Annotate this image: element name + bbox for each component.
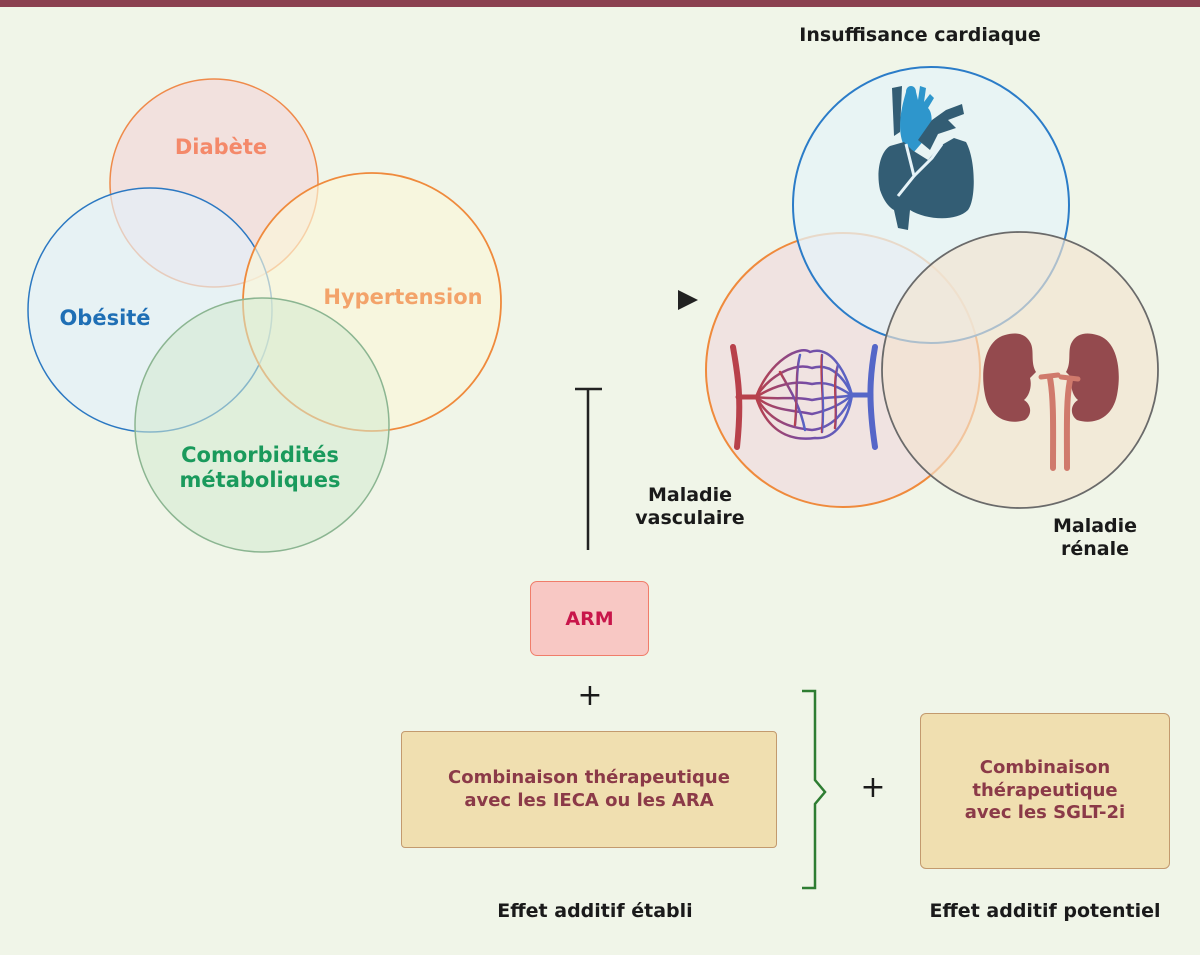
renal-label: Maladie rénale bbox=[1040, 515, 1150, 561]
header-bar bbox=[0, 0, 1200, 7]
combo-sglt2-line2: thérapeutique bbox=[972, 779, 1118, 801]
combo-sglt2-line3: avec les SGLT-2i bbox=[964, 802, 1126, 824]
renal-label-line2: rénale bbox=[1060, 537, 1129, 560]
curly-brace-icon bbox=[802, 689, 827, 890]
arm-box: ARM bbox=[530, 581, 649, 656]
effect-established-label: Effet additif établi bbox=[497, 900, 693, 922]
effect-potential-label: Effet additif potentiel bbox=[929, 900, 1161, 922]
arm-label: ARM bbox=[565, 607, 614, 630]
combo-ieca-box: Combinaison thérapeutique avec les IECA … bbox=[401, 731, 777, 848]
heart-icon bbox=[878, 86, 974, 230]
diabetes-label: Diabète bbox=[174, 135, 268, 159]
obesity-label: Obésité bbox=[59, 306, 151, 330]
metabolic-label-line2: métaboliques bbox=[179, 468, 341, 493]
combo-ieca-line1: Combinaison thérapeutique bbox=[448, 767, 730, 788]
arrow-right-icon bbox=[520, 290, 698, 310]
renal-label-line1: Maladie bbox=[1052, 515, 1138, 537]
combo-sglt2-line1: Combinaison bbox=[979, 757, 1111, 779]
combo-sglt2-box: Combinaison thérapeutique avec les SGLT-… bbox=[920, 713, 1170, 869]
metabolic-circle bbox=[134, 297, 390, 553]
capillary-network-icon bbox=[730, 344, 878, 450]
heart-failure-label: Insuffisance cardiaque bbox=[799, 24, 1041, 46]
vascular-label-line2: vasculaire bbox=[635, 506, 745, 529]
hypertension-label: Hypertension bbox=[323, 285, 483, 309]
inhibition-icon bbox=[575, 387, 602, 550]
metabolic-label: Comorbidités métaboliques bbox=[160, 443, 360, 493]
metabolic-label-line1: Comorbidités bbox=[181, 443, 339, 467]
risk-factor-venn bbox=[27, 78, 502, 553]
plus-sign-2: + bbox=[860, 770, 886, 805]
kidneys-icon bbox=[983, 333, 1119, 471]
vascular-label-line1: Maladie bbox=[647, 484, 733, 506]
vascular-label: Maladie vasculaire bbox=[620, 484, 760, 530]
combo-ieca-line2: avec les IECA ou les ARA bbox=[464, 789, 714, 811]
plus-sign-1: + bbox=[577, 678, 603, 713]
